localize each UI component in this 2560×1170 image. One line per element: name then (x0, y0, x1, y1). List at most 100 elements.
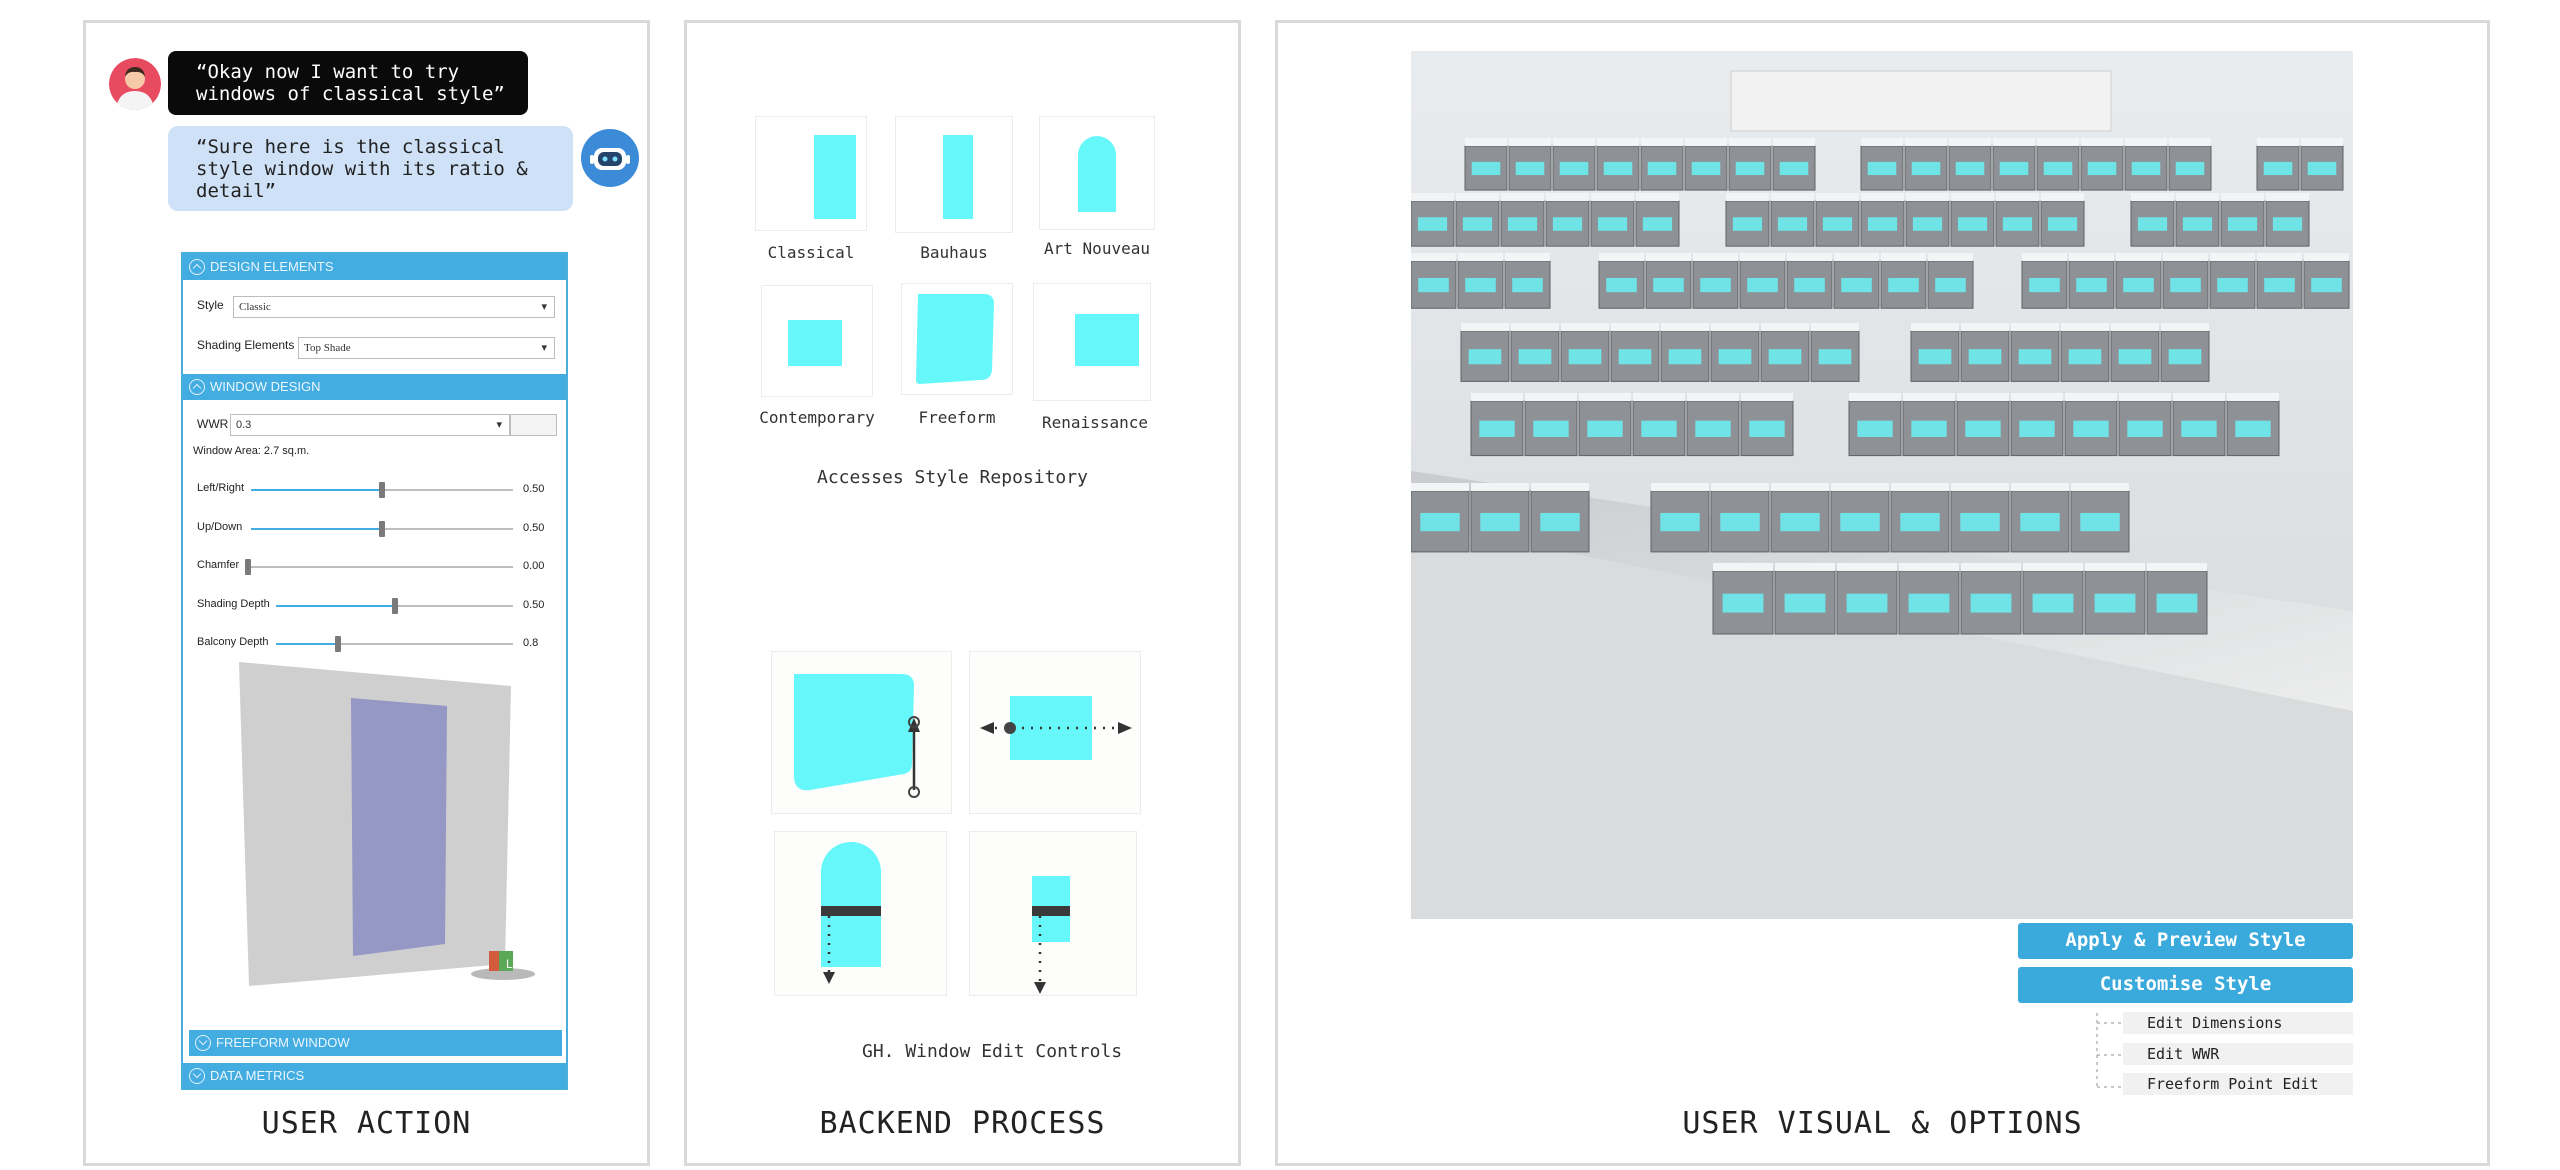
data-metrics-header[interactable]: DATA METRICS (183, 1063, 566, 1089)
module-window (1846, 593, 1888, 613)
module-window (1468, 349, 1502, 365)
module-roof (1511, 323, 1559, 331)
slider-track[interactable] (276, 598, 513, 614)
slider-thumb[interactable] (379, 521, 385, 537)
freeform-window-header[interactable]: FREEFORM WINDOW (189, 1030, 562, 1056)
module-roof (1693, 253, 1738, 261)
user-message-bubble: “Okay now I want to try windows of class… (168, 51, 528, 115)
chamfer-control-card[interactable] (771, 651, 952, 814)
module-window (1695, 420, 1731, 438)
slider-track[interactable] (251, 521, 513, 537)
module-roof (2023, 563, 2083, 571)
window-area-text: Window Area: 2.7 sq.m. (193, 445, 310, 457)
module-roof (1711, 323, 1759, 331)
module-roof (1553, 138, 1595, 146)
style-card-contemporary[interactable] (761, 285, 873, 397)
module-window (2170, 278, 2201, 293)
module-window (2123, 278, 2154, 293)
horizontal-move-control-card[interactable] (969, 651, 1141, 814)
style-card-classical[interactable] (755, 116, 867, 231)
module-roof (2011, 393, 2063, 401)
module-window (1777, 217, 1808, 231)
module-roof (2227, 393, 2279, 401)
wwr-input[interactable]: 0.3 (230, 414, 510, 436)
style-card-renaissance[interactable] (1033, 283, 1151, 401)
slider-thumb[interactable] (245, 559, 251, 575)
rooftop-block (1730, 70, 2112, 132)
backend-process-title: BACKEND PROCESS (819, 1106, 1106, 1141)
design-elements-header[interactable]: DESIGN ELEMENTS (183, 254, 566, 280)
slider-fill (276, 643, 338, 645)
style-card-bauhaus[interactable] (895, 116, 1013, 233)
module-window (1780, 512, 1820, 532)
slider-thumb[interactable] (391, 598, 398, 614)
module-window (1867, 217, 1898, 231)
slider-track[interactable] (276, 636, 513, 652)
module-roof (1787, 253, 1832, 261)
module-roof (2111, 323, 2159, 331)
style-label-art-nouveau: Art Nouveau (1044, 239, 1150, 258)
slider-label: Shading Depth (197, 598, 270, 610)
module-window (1841, 278, 1872, 293)
module-roof (1456, 193, 1499, 201)
slider-track[interactable] (245, 559, 513, 575)
module-window (1462, 217, 1493, 231)
module-roof (1633, 393, 1685, 401)
module-window (1641, 420, 1677, 438)
edit-wwr-option[interactable]: Edit WWR (2123, 1043, 2353, 1065)
module-window (1533, 420, 1569, 438)
shading-elements-select[interactable]: Top Shade (298, 337, 555, 359)
module-roof (1458, 253, 1503, 261)
module-window (1955, 161, 1985, 176)
slider-label: Balcony Depth (197, 636, 269, 648)
module-window (2002, 217, 2033, 231)
contemporary-window-icon (788, 320, 842, 366)
module-roof (2169, 138, 2211, 146)
customise-style-button[interactable]: Customise Style (2018, 967, 2353, 1003)
slider-thumb[interactable] (334, 636, 341, 652)
slider-thumb[interactable] (379, 482, 385, 498)
building-render (1411, 51, 2353, 919)
freeform-point-edit-option[interactable]: Freeform Point Edit (2123, 1073, 2353, 1095)
vertical-shade-control-card[interactable] (969, 831, 1137, 996)
module-roof (1579, 393, 1631, 401)
module-roof (1741, 393, 1793, 401)
vertical-arch-control-card[interactable] (774, 831, 947, 996)
module-window (1857, 420, 1893, 438)
module-window (1840, 512, 1880, 532)
style-card-freeform[interactable] (901, 283, 1013, 395)
module-roof (1861, 193, 1904, 201)
module-roof (1525, 393, 1577, 401)
slider-track[interactable] (251, 482, 513, 498)
module-roof (1831, 483, 1889, 491)
edit-dimensions-option[interactable]: Edit Dimensions (2123, 1012, 2353, 1034)
module-window (1515, 161, 1545, 176)
style-card-art-nouveau[interactable] (1039, 116, 1155, 230)
module-window (1642, 217, 1673, 231)
module-roof (1849, 393, 1901, 401)
module-window (1479, 420, 1515, 438)
window-design-header[interactable]: WINDOW DESIGN (183, 374, 566, 400)
data-metrics-label: DATA METRICS (210, 1068, 305, 1083)
apply-preview-style-button[interactable]: Apply & Preview Style (2018, 923, 2353, 959)
style-select[interactable]: Classic (233, 296, 555, 318)
module-roof (1775, 563, 1835, 571)
slider-value: 0.50 (523, 599, 545, 611)
module-window (1912, 217, 1943, 231)
module-window (1935, 278, 1966, 293)
user-action-title: USER ACTION (261, 1106, 472, 1141)
module-roof (1651, 483, 1709, 491)
module-roof (1891, 483, 1949, 491)
wwr-stepper[interactable] (510, 414, 557, 436)
module-roof (1611, 323, 1659, 331)
module-window (1700, 278, 1731, 293)
module-roof (2041, 193, 2084, 201)
module-window (1968, 349, 2002, 365)
module-roof (1837, 563, 1897, 571)
module-roof (1961, 563, 2021, 571)
module-window (1480, 512, 1520, 532)
module-window (2029, 278, 2060, 293)
module-roof (1661, 323, 1709, 331)
module-window (1970, 593, 2012, 613)
module-window (2235, 420, 2271, 438)
